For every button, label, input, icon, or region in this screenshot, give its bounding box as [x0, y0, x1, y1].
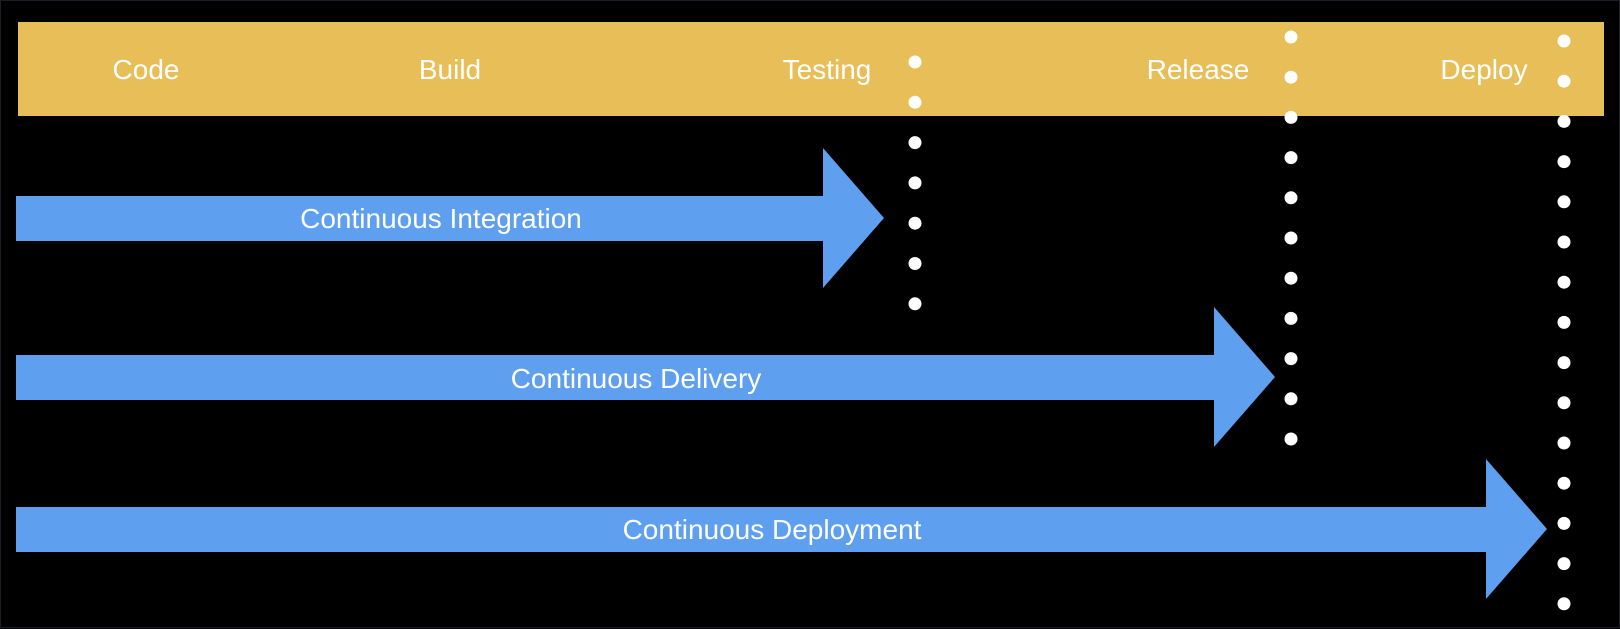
milestone-dot-release — [1284, 70, 1298, 84]
milestone-dots-release — [1284, 30, 1298, 446]
milestone-dot-release — [1284, 30, 1298, 44]
milestone-dot-testing — [908, 95, 922, 109]
milestone-dot-deploy — [1557, 557, 1571, 571]
milestone-dot-release — [1284, 231, 1298, 245]
milestone-dot-release — [1284, 151, 1298, 165]
stage-label-deploy: Deploy — [1440, 54, 1528, 85]
milestone-dot-release — [1284, 110, 1298, 124]
milestone-dot-deploy — [1557, 74, 1571, 88]
milestone-dots-testing — [908, 55, 922, 311]
milestone-dot-deploy — [1557, 356, 1571, 370]
arrow-label-continuous-integration: Continuous Integration — [300, 203, 582, 234]
milestone-dot-deploy — [1557, 597, 1571, 611]
milestone-dot-testing — [908, 136, 922, 150]
milestone-dot-deploy — [1557, 114, 1571, 128]
milestone-dot-testing — [908, 176, 922, 190]
milestone-dot-deploy — [1557, 275, 1571, 289]
milestone-dot-testing — [908, 55, 922, 69]
milestone-dot-release — [1284, 191, 1298, 205]
milestone-dot-release — [1284, 271, 1298, 285]
arrow-continuous-integration — [16, 148, 884, 288]
milestone-dot-release — [1284, 311, 1298, 325]
milestone-dot-release — [1284, 432, 1298, 446]
milestone-dot-deploy — [1557, 155, 1571, 169]
stage-label-code: Code — [112, 54, 180, 85]
milestone-dot-deploy — [1557, 195, 1571, 209]
milestone-dots-deploy — [1557, 34, 1571, 611]
milestone-dot-testing — [908, 297, 922, 311]
milestone-dot-release — [1284, 392, 1298, 406]
milestone-dot-deploy — [1557, 516, 1571, 530]
milestone-dot-deploy — [1557, 436, 1571, 450]
milestone-dot-deploy — [1557, 34, 1571, 48]
stage-label-build: Build — [418, 54, 482, 85]
milestone-dot-release — [1284, 352, 1298, 366]
arrow-continuous-delivery — [16, 307, 1275, 447]
arrow-label-continuous-deployment: Continuous Deployment — [622, 514, 922, 545]
stage-label-testing: Testing — [782, 54, 872, 85]
milestone-dot-deploy — [1557, 396, 1571, 410]
arrow-continuous-deployment — [16, 459, 1547, 599]
stage-band — [18, 22, 1604, 116]
milestone-dot-testing — [908, 216, 922, 230]
arrow-label-continuous-delivery: Continuous Delivery — [510, 363, 762, 394]
stage-label-release: Release — [1146, 54, 1250, 85]
milestone-dot-testing — [908, 257, 922, 270]
milestone-dot-deploy — [1557, 315, 1571, 329]
milestone-dot-deploy — [1557, 235, 1571, 249]
milestone-dot-deploy — [1557, 476, 1571, 490]
